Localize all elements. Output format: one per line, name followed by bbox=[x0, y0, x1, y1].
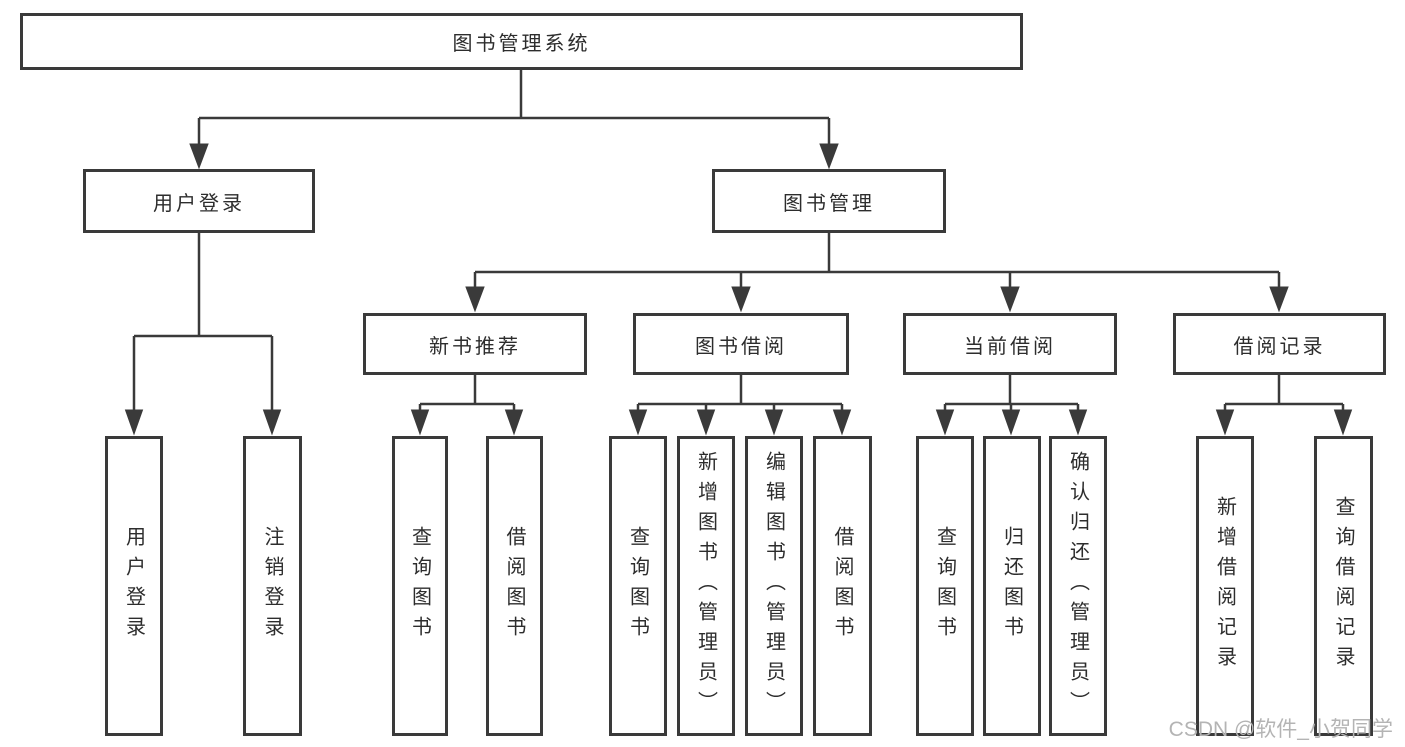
node-label: 借阅图书 bbox=[831, 526, 853, 646]
node-label: 查询图书 bbox=[408, 526, 431, 646]
leaf-borrow-books-recommend: 借阅图书 bbox=[486, 436, 543, 736]
arrowhead bbox=[935, 409, 955, 436]
node-user-login: 用户登录 bbox=[83, 169, 315, 233]
node-label: 新增图书（管理员） bbox=[694, 451, 717, 721]
node-label: 查询借阅记录 bbox=[1332, 496, 1354, 676]
node-label: 借阅记录 bbox=[1233, 335, 1326, 358]
arrowhead bbox=[764, 409, 784, 436]
node-label: 当前借阅 bbox=[964, 335, 1056, 358]
node-label: 图书管理系统 bbox=[452, 33, 591, 55]
node-book-management: 图书管理 bbox=[712, 169, 946, 233]
arrowhead bbox=[731, 286, 751, 313]
node-label: 新书推荐 bbox=[429, 335, 521, 358]
node-library-management-system: 图书管理系统 bbox=[20, 13, 1023, 70]
node-label: 归还图书 bbox=[1000, 526, 1023, 646]
leaf-return-books: 归还图书 bbox=[983, 436, 1041, 736]
node-borrowing-records: 借阅记录 bbox=[1173, 313, 1386, 375]
leaf-add-book-admin: 新增图书（管理员） bbox=[677, 436, 735, 736]
arrowhead bbox=[1000, 286, 1020, 313]
node-label: 图书借阅 bbox=[695, 335, 787, 358]
node-label: 查询图书 bbox=[626, 526, 649, 646]
arrowhead bbox=[410, 409, 430, 436]
node-label: 查询图书 bbox=[933, 526, 956, 646]
arrowhead bbox=[1001, 409, 1021, 436]
arrowhead bbox=[1215, 409, 1235, 436]
leaf-query-books-recommend: 查询图书 bbox=[392, 436, 448, 736]
leaf-query-borrow-record: 查询借阅记录 bbox=[1314, 436, 1373, 736]
arrowhead bbox=[124, 409, 144, 436]
arrowhead bbox=[262, 409, 282, 436]
leaf-user-login: 用户登录 bbox=[105, 436, 163, 736]
leaf-borrow-books: 借阅图书 bbox=[813, 436, 872, 736]
leaf-query-books-borrowing: 查询图书 bbox=[609, 436, 667, 736]
arrowhead bbox=[189, 143, 209, 170]
connector-new-book-branch bbox=[410, 375, 524, 436]
node-label: 图书管理 bbox=[783, 192, 875, 215]
arrowhead bbox=[504, 409, 524, 436]
connector-book-management-branch bbox=[465, 233, 1289, 313]
arrowhead bbox=[628, 409, 648, 436]
node-current-borrowing: 当前借阅 bbox=[903, 313, 1117, 375]
connector-current-borrowing-branch bbox=[935, 375, 1088, 436]
node-new-book-recommendation: 新书推荐 bbox=[363, 313, 587, 375]
arrowhead bbox=[819, 143, 839, 170]
connector-root-branch bbox=[189, 70, 839, 170]
leaf-edit-book-admin: 编辑图书（管理员） bbox=[745, 436, 803, 736]
arrowhead bbox=[1068, 409, 1088, 436]
arrowhead bbox=[465, 286, 485, 313]
node-label: 用户登录 bbox=[153, 192, 245, 215]
node-label: 编辑图书（管理员） bbox=[762, 451, 785, 721]
node-label: 借阅图书 bbox=[503, 526, 525, 646]
leaf-logout: 注销登录 bbox=[243, 436, 302, 736]
connector-book-borrowing-branch bbox=[628, 375, 852, 436]
node-label: 用户登录 bbox=[122, 526, 145, 646]
leaf-query-books-current: 查询图书 bbox=[916, 436, 974, 736]
csdn-watermark: CSDN @软件_小贺同学 bbox=[1168, 718, 1393, 741]
arrowhead bbox=[1333, 409, 1353, 436]
leaf-confirm-return-admin: 确认归还（管理员） bbox=[1049, 436, 1107, 736]
node-label: 注销登录 bbox=[261, 526, 283, 646]
leaf-add-borrow-record: 新增借阅记录 bbox=[1196, 436, 1254, 736]
arrowhead bbox=[1269, 286, 1289, 313]
connector-borrowing-records-branch bbox=[1215, 375, 1353, 436]
arrowhead bbox=[696, 409, 716, 436]
connector-user-login-branch bbox=[124, 233, 282, 436]
node-book-borrowing: 图书借阅 bbox=[633, 313, 849, 375]
arrowhead bbox=[832, 409, 852, 436]
node-label: 新增借阅记录 bbox=[1213, 496, 1236, 676]
node-label: 确认归还（管理员） bbox=[1066, 451, 1089, 721]
